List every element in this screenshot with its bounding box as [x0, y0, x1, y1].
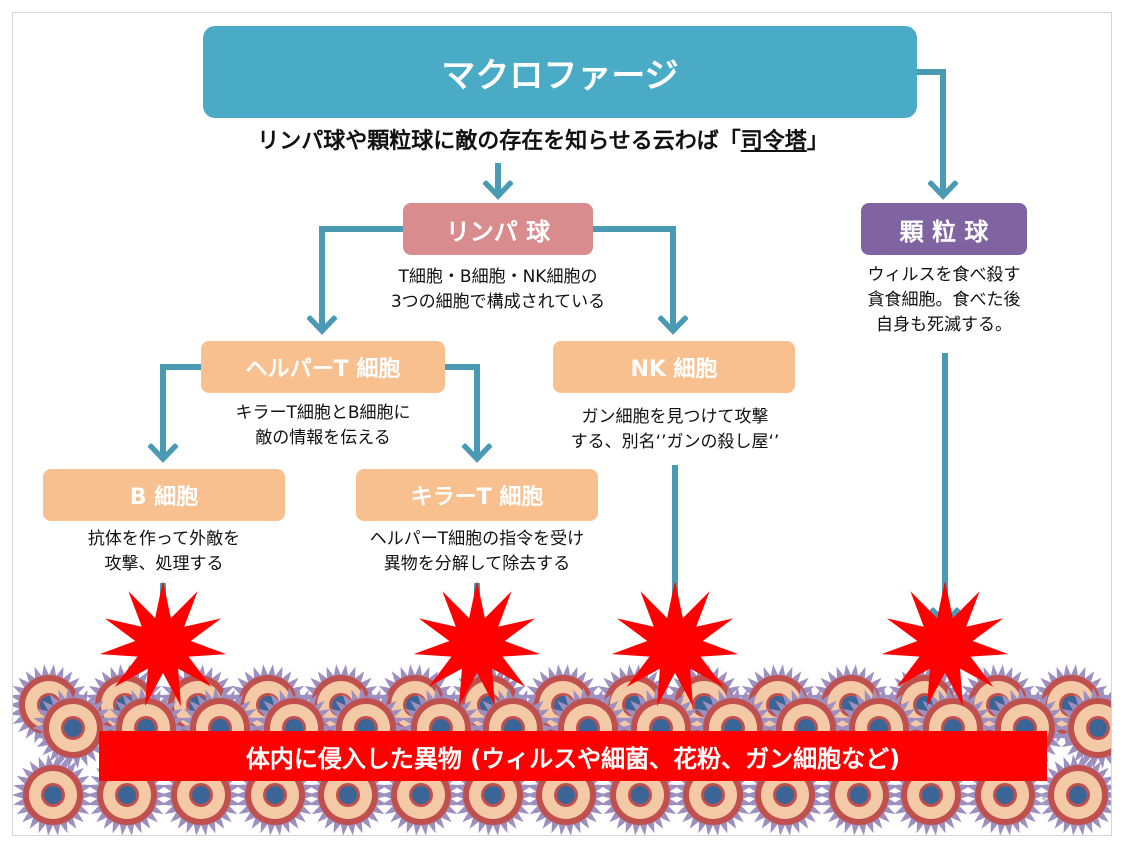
attack-burst	[611, 581, 739, 707]
foreign-bodies-label: 体内に侵入した異物 (ウィルスや細菌、花粉、ガン細胞など)	[245, 744, 901, 773]
commander-highlight: 司令塔	[740, 129, 807, 154]
lymphocyte-box: リンパ 球	[403, 203, 593, 255]
attack-burst	[881, 581, 1009, 707]
granulocyte-description-line: 貪食細胞。食べた後	[867, 290, 1021, 310]
helper-t-cell-description-line: キラーT細胞とB細胞に	[235, 403, 411, 423]
helper-t-cell-title: ヘルパーT 細胞	[245, 357, 401, 382]
lymphocyte-title: リンパ 球	[445, 217, 551, 246]
lymphocyte-description-line: T細胞・B細胞・NK細胞の	[398, 267, 598, 287]
macrophage-title: マクロファージ	[441, 55, 679, 96]
granulocyte-description-line: ウィルスを食べ殺す	[867, 265, 1021, 285]
b-cell-title: B 細胞	[129, 485, 199, 510]
killer-t-cell-description-line: ヘルパーT細胞の指令を受け	[369, 529, 585, 549]
nk-cell-description-line: する、別名‘’ガンの殺し屋‘’	[570, 432, 780, 452]
page-number: 3	[1039, 793, 1048, 808]
lymphocyte-description-line: 3つの細胞で構成されている	[390, 292, 606, 312]
helper-t-cell-description: キラーT細胞とB細胞に 敵の情報を伝える	[203, 401, 443, 451]
arrow-lymph-to-nk	[593, 226, 673, 331]
killer-t-cell-description-line: 異物を分解して除去する	[383, 554, 571, 574]
nk-cell-description-line: ガン細胞を見つけて攻撃	[581, 407, 769, 427]
foreign-bodies-banner: 体内に侵入した異物 (ウィルスや細菌、花粉、ガン細胞など)	[99, 731, 1047, 781]
granulocyte-title: 顆 粒 球	[899, 217, 989, 246]
arrow-macro-to-gran	[917, 69, 943, 196]
granulocyte-description: ウィルスを食べ殺す 貪食細胞。食べた後 自身も死滅する。	[833, 263, 1055, 338]
b-cell-box: B 細胞	[43, 469, 285, 521]
germ-cell	[1057, 687, 1111, 769]
b-cell-description: 抗体を作って外敵を 攻撃、処理する	[53, 527, 275, 577]
granulocyte-description-line: 自身も死滅する。	[876, 315, 1012, 335]
attack-burst	[99, 581, 227, 707]
nk-cell-box: NK 細胞	[553, 341, 795, 393]
macrophage-box: マクロファージ	[203, 26, 917, 118]
attack-bursts	[99, 581, 1009, 707]
killer-t-cell-description: ヘルパーT細胞の指令を受け 異物を分解して除去する	[339, 527, 615, 577]
macrophage-description-text: リンパ球や顆粒球に敵の存在を知らせる云わば「	[257, 129, 741, 154]
slide: マクロファージ リンパ球や顆粒球に敵の存在を知らせる云わば「司令塔」 リンパ 球…	[12, 12, 1112, 836]
killer-t-cell-box: キラーT 細胞	[356, 469, 598, 521]
macrophage-description-close: 」	[806, 129, 829, 154]
nk-cell-title: NK 細胞	[630, 357, 718, 382]
germ-cell	[13, 754, 94, 835]
arrow-helper-to-b	[163, 364, 201, 459]
nk-cell-description: ガン細胞を見つけて攻撃 する、別名‘’ガンの殺し屋‘’	[539, 405, 811, 455]
killer-t-cell-title: キラーT 細胞	[410, 485, 544, 510]
lymphocyte-description: T細胞・B細胞・NK細胞の 3つの細胞で構成されている	[373, 265, 623, 315]
germ-cell	[32, 687, 114, 769]
arrow-lymph-to-helper	[322, 226, 403, 331]
arrow-helper-to-killer	[445, 364, 477, 459]
b-cell-description-line: 抗体を作って外敵を	[87, 529, 241, 549]
helper-t-cell-box: ヘルパーT 細胞	[201, 341, 445, 393]
b-cell-description-line: 攻撃、処理する	[104, 554, 224, 574]
attack-burst	[413, 581, 541, 707]
germ-cell	[1037, 754, 1111, 835]
granulocyte-box: 顆 粒 球	[861, 203, 1027, 255]
helper-t-cell-description-line: 敵の情報を伝える	[255, 428, 391, 448]
macrophage-description: リンパ球や顆粒球に敵の存在を知らせる云わば「司令塔」	[183, 123, 903, 155]
